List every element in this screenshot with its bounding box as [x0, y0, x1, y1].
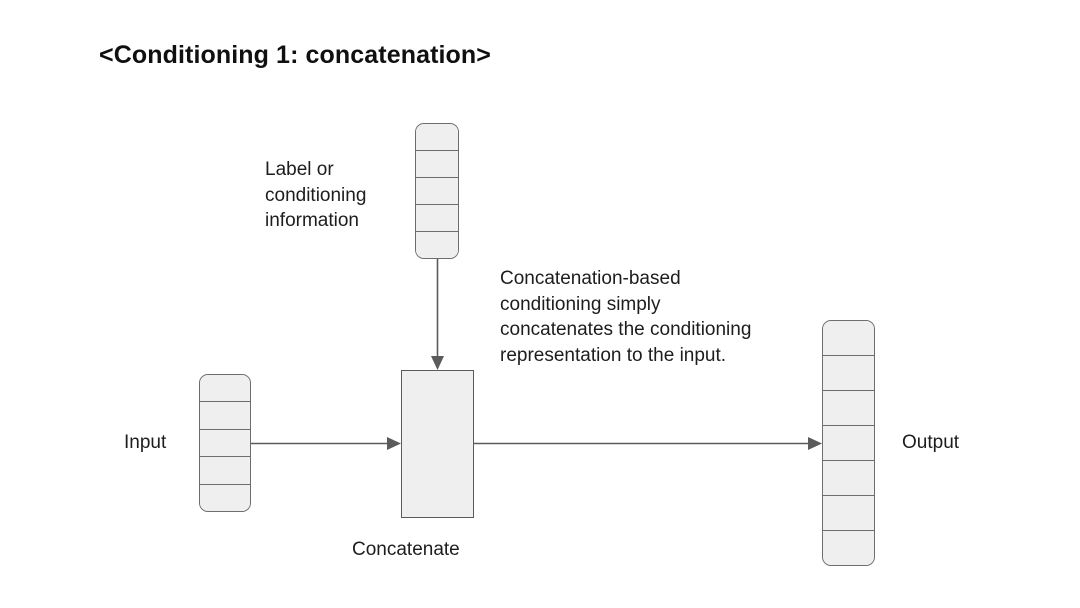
concatenate-block: [401, 370, 474, 518]
vector-segment: [200, 484, 250, 511]
vector-segment: [823, 496, 874, 531]
vector-segment: [823, 356, 874, 391]
output-vector-label: Output: [902, 432, 960, 453]
vector-segment: [416, 178, 458, 205]
output-vector-bar: [822, 320, 875, 566]
vector-segment: [823, 426, 874, 461]
vector-segment: [823, 321, 874, 356]
annotation-text: Concatenation-based conditioning simply …: [500, 268, 752, 366]
vector-segment: [823, 531, 874, 565]
vector-segment: [416, 151, 458, 178]
vector-segment: [416, 205, 458, 232]
vector-segment: [200, 429, 250, 458]
vector-segment: [416, 124, 458, 151]
concatenate-block-label: Concatenate: [352, 539, 460, 560]
vector-segment: [200, 402, 250, 430]
vector-segment: [200, 375, 250, 403]
input-vector-bar: [199, 374, 251, 512]
input-vector-label: Input: [124, 432, 167, 453]
page-title: <Conditioning 1: concatenation>: [99, 41, 492, 69]
vector-segment: [416, 232, 458, 258]
vector-segment: [823, 391, 874, 426]
vector-segment: [200, 457, 250, 485]
vector-segment: [823, 461, 874, 496]
conditioning-vector-bar: [415, 123, 459, 259]
conditioning-vector-label: Label or conditioning information: [265, 159, 367, 231]
